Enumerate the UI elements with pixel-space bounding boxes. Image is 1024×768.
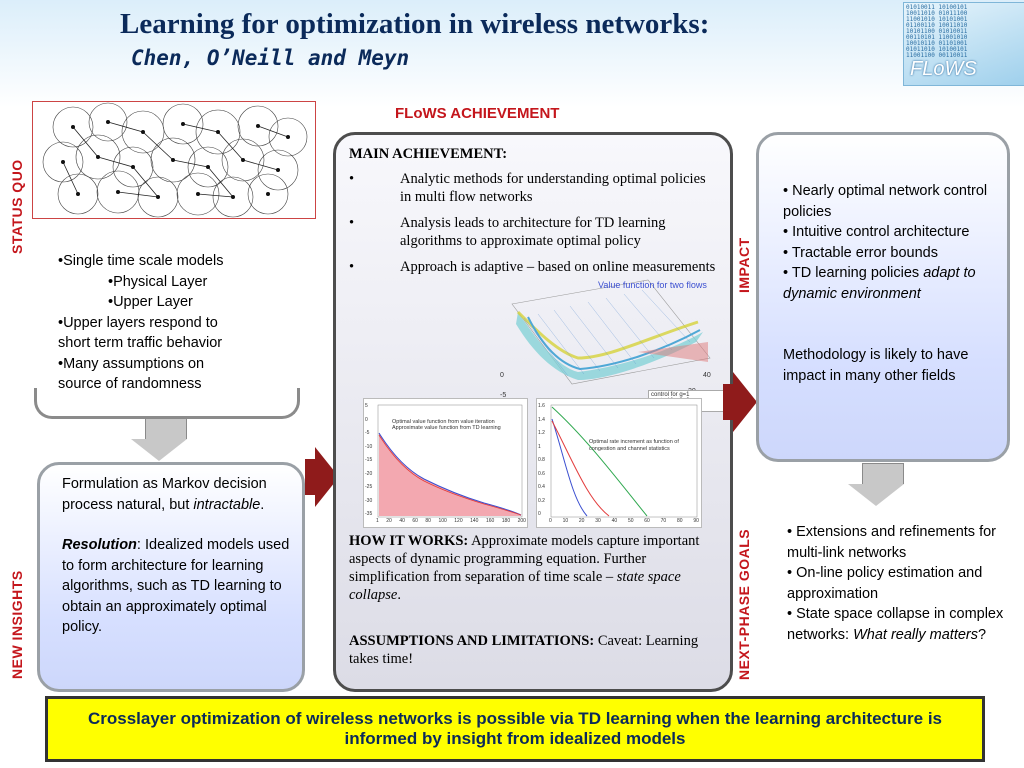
xtick: 10: [562, 518, 569, 524]
status-line: short term traffic behavior: [58, 335, 223, 351]
status-line: •Single time scale models: [58, 253, 224, 269]
status-line: •Physical Layer: [108, 273, 208, 290]
left-xticks: 1 20 40 60 80 100 120 140 160 180 200: [376, 518, 526, 524]
right-yticks: 1.6 1.4 1.2 1 0.8 0.6 0.4 0.2 0: [538, 403, 550, 525]
xtick: 70: [660, 518, 667, 524]
impact-box: • Nearly optimal network control policie…: [756, 132, 1010, 462]
surface-title: Value function for two flows: [598, 280, 707, 290]
main-achievement-heading: MAIN ACHIEVEMENT:: [349, 146, 508, 162]
ytick: 0: [365, 416, 368, 423]
legend-entry: control for g=1: [651, 392, 690, 398]
surface-tick: 40: [703, 372, 711, 379]
legend-entry: Approximate value function from TD learn…: [392, 425, 501, 431]
status-line: •Upper layers respond to: [58, 314, 218, 331]
surface-tick: 0: [500, 372, 504, 379]
page-title: Learning for optimization in wireless ne…: [120, 8, 710, 40]
conclusion-banner: Crosslayer optimization of wireless netw…: [45, 696, 985, 762]
status-quo-label: STATUS QUO: [9, 159, 25, 254]
down-arrow-right: [848, 463, 904, 506]
ytick: -25: [365, 484, 373, 490]
network-diagram: [32, 101, 316, 219]
left-yticks: 5 0 -5 -10 -15 -20 -25 -30 -35: [365, 403, 377, 525]
xtick: 60: [412, 518, 418, 524]
xtick: 200: [517, 518, 526, 524]
ytick: -35: [365, 511, 373, 517]
ytick: 0.6: [538, 470, 545, 477]
xtick: 90: [693, 518, 699, 524]
value-function-plot: Optimal value function from value iterat…: [363, 398, 528, 528]
xtick: 20: [386, 518, 392, 524]
impact-line: • Tractable error bounds: [783, 244, 938, 261]
goal-item: • On-line policy estimation and approxim…: [787, 565, 983, 602]
ytick: -5: [365, 430, 370, 436]
ytick: -30: [365, 497, 373, 504]
rate-increment-plot: Optimal rate increment as function of co…: [536, 398, 702, 528]
impact-line: • Intuitive control architecture: [783, 224, 970, 240]
xtick: 30: [595, 518, 601, 524]
xtick: 40: [611, 518, 618, 524]
conclusion-text: Crosslayer optimization of wireless netw…: [87, 709, 943, 748]
achievement-heading: FLoWS ACHIEVEMENT: [395, 105, 560, 122]
resolution-paragraph: Resolution: Idealized models used to for…: [62, 537, 290, 635]
flows-logo: 01010011 10100101 10011010 01011100 1100…: [903, 2, 1024, 86]
ytick: 0: [538, 511, 541, 517]
ytick: -10: [365, 443, 373, 450]
ytick: 0.4: [538, 484, 545, 490]
binary-pattern: 01010011 10100101 10011010 01011100 1100…: [906, 4, 968, 59]
impact-line: • TD learning policies adapt to dynamic …: [783, 265, 976, 302]
xtick: 100: [438, 518, 447, 524]
right-arrow-impact: [723, 372, 757, 437]
xtick: 0: [549, 518, 552, 524]
right-arrow-insights: [305, 447, 339, 512]
status-quo-text: •Single time scale models •Physical Laye…: [58, 251, 298, 395]
logo-text: FLoWS: [910, 58, 977, 80]
status-quo-bracket: [34, 388, 300, 419]
xtick: 50: [627, 518, 634, 524]
network-graph: [42, 102, 308, 218]
ytick: -20: [365, 470, 373, 477]
xtick: 180: [501, 518, 511, 524]
new-insights-box: Formulation as Markov decision process n…: [37, 462, 305, 692]
xtick: 80: [676, 518, 683, 524]
surface-plot: Value function for two flows 40 20 0 10 …: [498, 272, 732, 417]
ytick: -15: [365, 457, 373, 463]
ytick: 1.6: [538, 403, 545, 409]
right-xticks: 0 10 20 30 40 50 60 70 80 90: [549, 518, 699, 524]
xtick: 60: [644, 518, 650, 524]
authors: Chen, O’Neill and Meyn: [131, 46, 410, 70]
xtick: 20: [578, 518, 585, 524]
ytick: 1: [538, 443, 541, 450]
legend-entry: Optimal value function from value iterat…: [392, 419, 495, 425]
new-insights-label: NEW INSIGHTS: [9, 570, 25, 679]
down-arrow-left: [131, 418, 187, 461]
ytick: 1.2: [538, 430, 545, 436]
goal-item: • Extensions and refinements for multi-l…: [787, 524, 996, 561]
ytick: 1.4: [538, 416, 545, 423]
left-legend: Optimal value function from value iterat…: [392, 419, 501, 431]
impact-methodology: Methodology is likely to have impact in …: [783, 347, 969, 384]
impact-line: • Nearly optimal network control policie…: [783, 183, 988, 220]
impact-label: IMPACT: [736, 237, 752, 293]
xtick: 80: [425, 518, 431, 524]
ytick: 0.2: [538, 497, 545, 504]
how-it-works: HOW IT WORKS: Approximate models capture…: [349, 533, 700, 603]
goal-item: • State space collapse in complex networ…: [787, 606, 1004, 643]
assumptions-limitations: ASSUMPTIONS AND LIMITATIONS: Caveat: Lea…: [349, 633, 699, 667]
status-line: •Many assumptions on: [58, 355, 205, 372]
insight-paragraph: Formulation as Markov decision process n…: [62, 476, 267, 513]
xtick: 40: [399, 518, 405, 524]
xtick: 140: [470, 518, 479, 524]
xtick: 160: [485, 518, 495, 524]
xtick: 120: [454, 518, 463, 524]
status-line: •Upper Layer: [108, 294, 193, 310]
ytick: 5: [365, 403, 368, 409]
rate-plot-title: Optimal rate increment as function of co…: [589, 439, 679, 452]
next-phase-goals-text: • Extensions and refinements for multi-l…: [787, 522, 1015, 645]
ytick: 0.8: [538, 457, 545, 463]
xtick: 1: [376, 518, 379, 524]
status-line: source of randomness: [58, 376, 202, 392]
surface-tick: -5: [500, 392, 507, 399]
next-phase-goals-label: NEXT-PHASE GOALS: [736, 528, 752, 680]
